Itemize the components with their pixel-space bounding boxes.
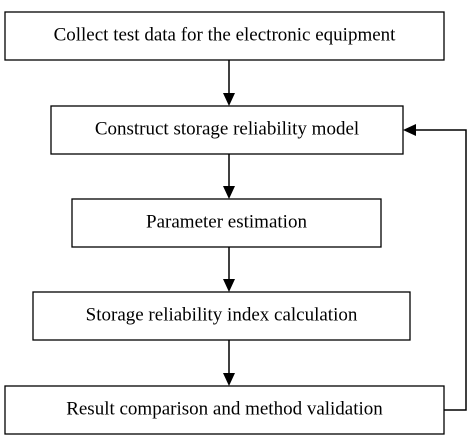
- arrow-head-down-icon: [223, 93, 235, 106]
- step-construct-box: [50, 105, 404, 155]
- step-estimate-label: Parameter estimation: [146, 211, 307, 232]
- step-collect-label: Collect test data for the electronic equ…: [54, 24, 397, 45]
- step-validate-label: Result comparison and method validation: [66, 398, 383, 419]
- feedback-line: [416, 129, 467, 411]
- step-parameter-estimation: Parameter estimation: [71, 198, 382, 248]
- arrow-calculate-to-validate: [223, 340, 235, 386]
- step-collect-test-data: Collect test data for the electronic equ…: [4, 11, 445, 61]
- step-result-validation: Result comparison and method validation: [4, 385, 445, 435]
- step-estimate-box: [71, 198, 382, 248]
- arrow-collect-to-construct: [223, 60, 235, 106]
- step-index-calculation: Storage reliability index calculation: [32, 291, 411, 341]
- arrow-head-down-icon: [223, 279, 235, 292]
- step-calculate-box: [32, 291, 411, 341]
- step-validate-box: [4, 385, 445, 435]
- step-calculate-label: Storage reliability index calculation: [86, 304, 358, 325]
- arrow-estimate-to-calculate: [223, 247, 235, 292]
- arrow-head-down-icon: [223, 373, 235, 386]
- step-construct-model: Construct storage reliability model: [50, 105, 404, 155]
- arrow-head-down-icon: [223, 186, 235, 199]
- step-collect-box: [4, 11, 445, 61]
- arrow-feedback-validate-to-construct: [403, 124, 467, 411]
- arrow-construct-to-estimate: [223, 154, 235, 199]
- step-construct-label: Construct storage reliability model: [95, 118, 359, 139]
- arrow-head-left-icon: [403, 124, 416, 136]
